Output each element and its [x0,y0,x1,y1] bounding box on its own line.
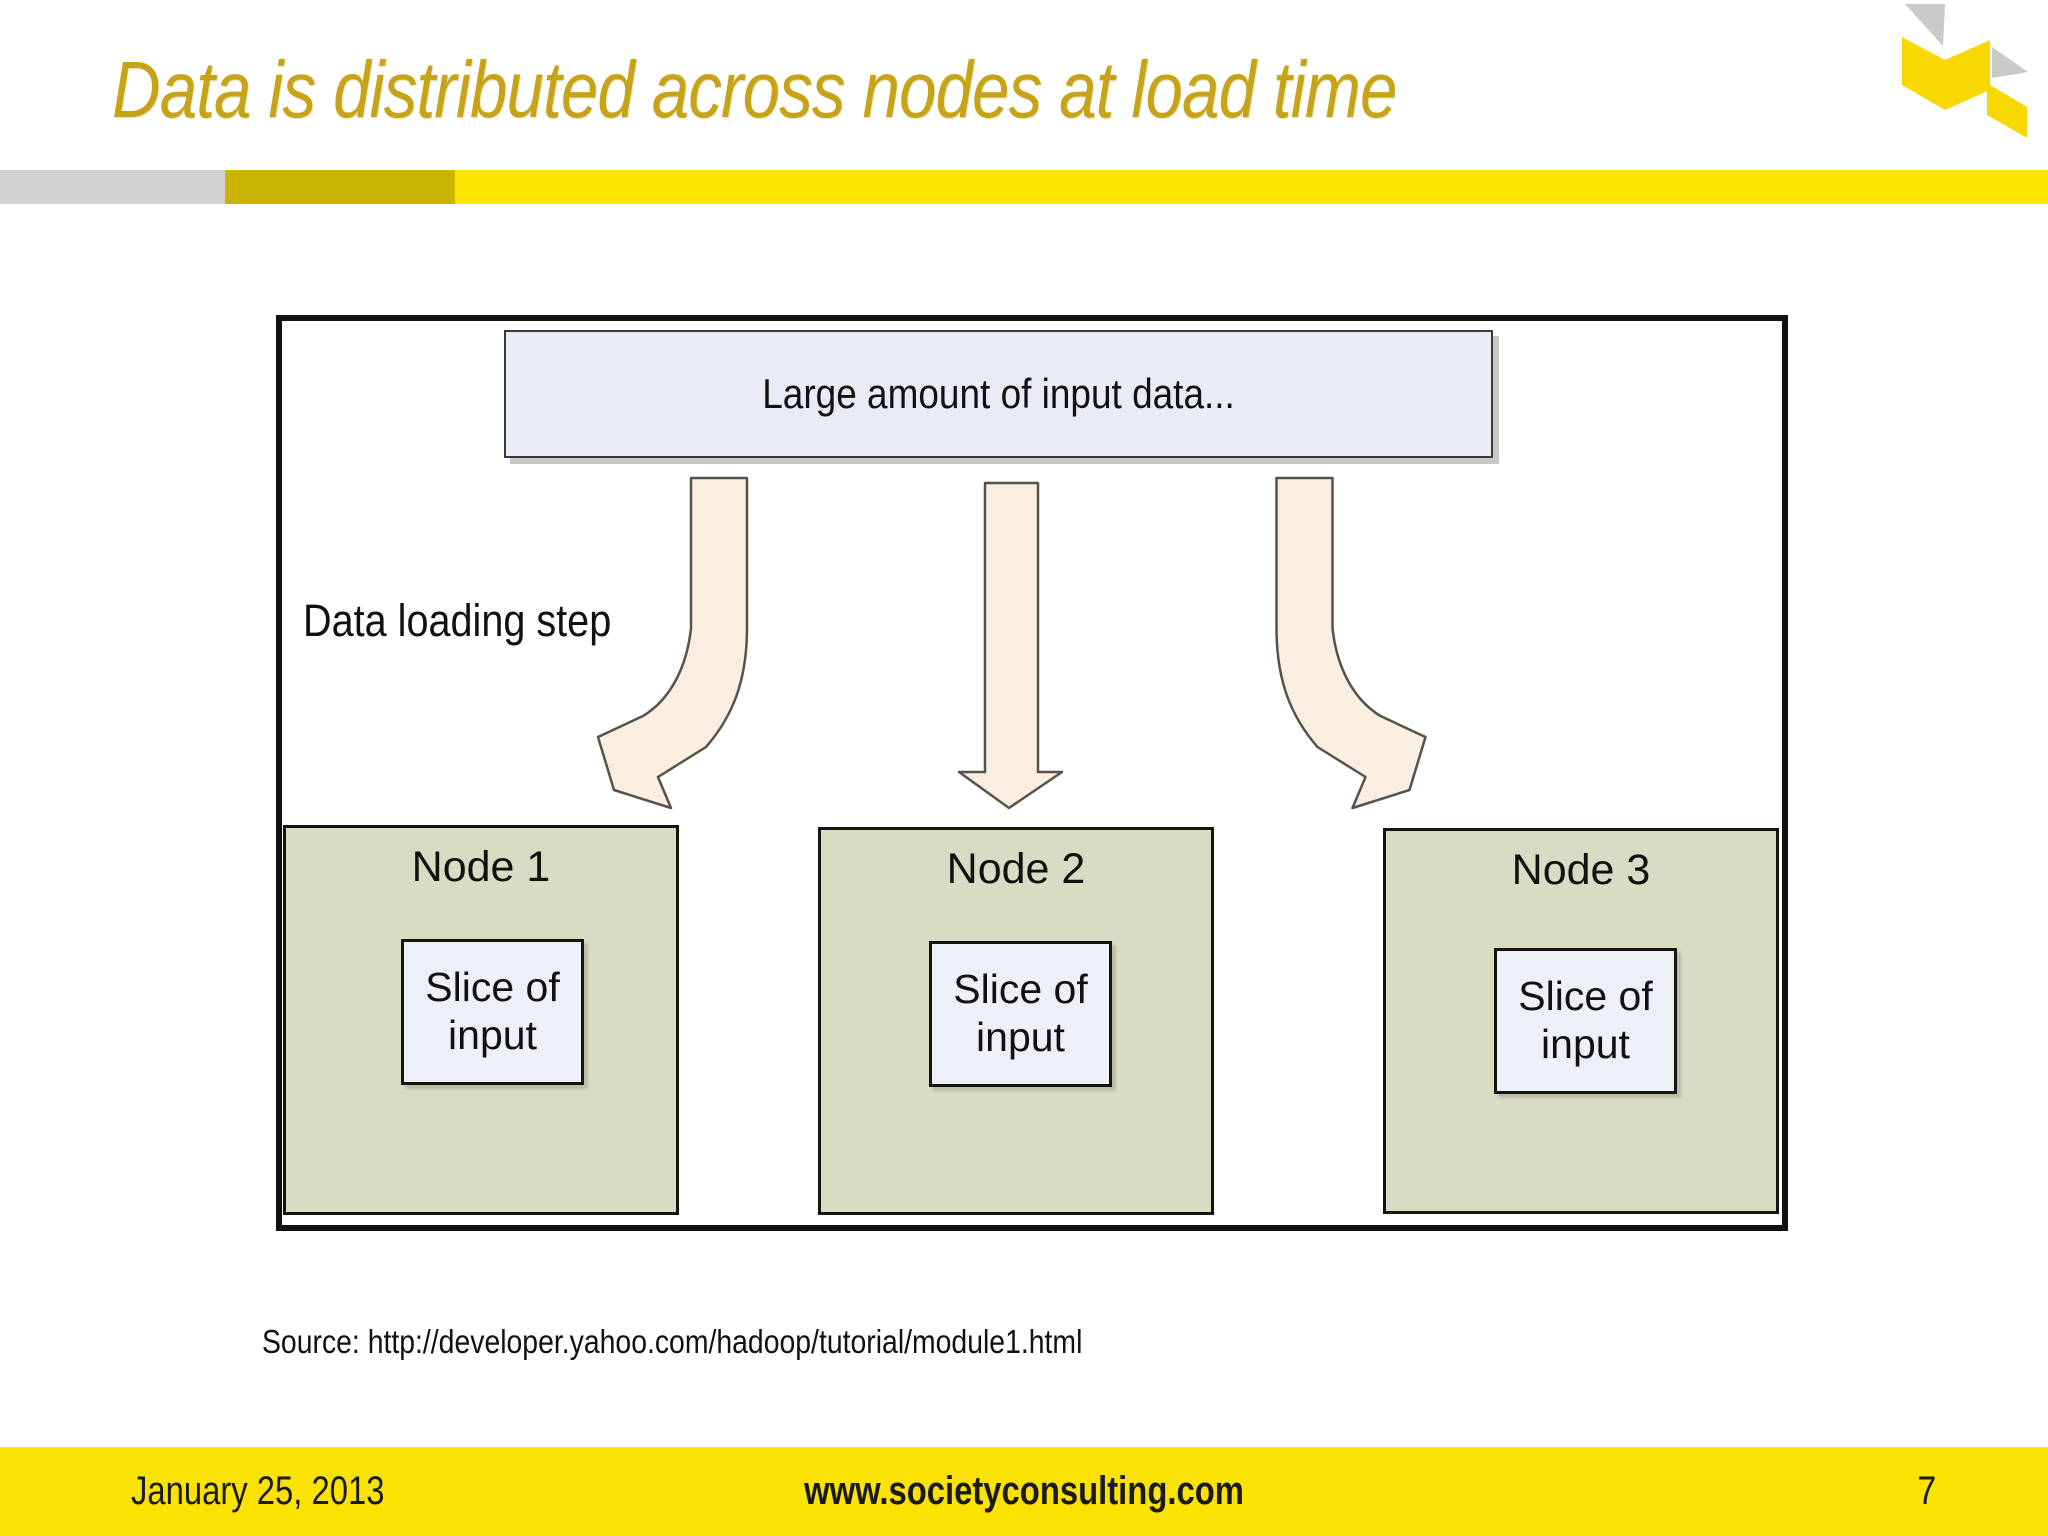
node-2-title: Node 2 [946,845,1086,893]
data-loading-step-label: Data loading step [303,595,612,646]
slice-label-line1: Slice of [425,964,560,1011]
footer-bar: January 25, 2013 www.societyconsulting.c… [0,1447,2048,1536]
node-1-box: Node 1 Slice of input [283,825,679,1215]
divider-segment-gold [225,170,455,204]
footer-date: January 25, 2013 [131,1469,385,1513]
node-3-box: Node 3 Slice of input [1383,828,1779,1214]
page-title: Data is distributed across nodes at load… [112,45,1397,134]
slice-label-line2: input [448,1012,537,1058]
divider-segment-yellow [455,170,2048,204]
title-divider [0,170,2048,204]
node-2-box: Node 2 Slice of input [818,827,1214,1215]
node-1-title: Node 1 [411,843,551,891]
node-1-slice-of-input-box: Slice of input [401,939,584,1085]
slice-label-line2: input [1541,1021,1630,1067]
footer-page-number: 7 [1917,1469,1936,1513]
society-consulting-logo-icon [1902,4,2028,138]
slice-label-line2: input [976,1014,1065,1060]
slice-label-line1: Slice of [953,966,1088,1013]
node-2-slice-of-input-box: Slice of input [929,941,1112,1087]
source-note: Source: http://developer.yahoo.com/hadoo… [262,1323,1083,1360]
divider-segment-gray [0,170,225,204]
footer-website: www.societyconsulting.com [804,1469,1244,1513]
slice-label-line1: Slice of [1518,973,1653,1020]
input-data-box-label: Large amount of input data... [762,370,1235,417]
node-3-title: Node 3 [1511,846,1651,894]
node-3-slice-of-input-box: Slice of input [1494,948,1677,1094]
input-data-box: Large amount of input data... [504,330,1493,458]
